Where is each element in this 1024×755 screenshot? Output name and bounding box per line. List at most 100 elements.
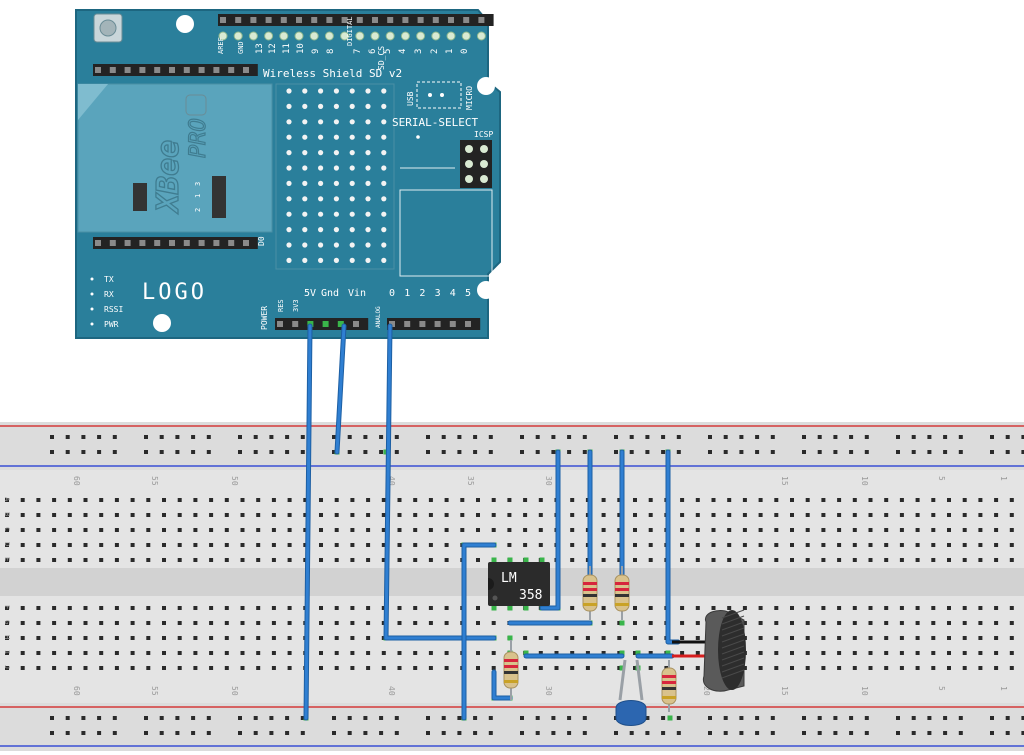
grid-hole [350,528,355,532]
status-dot [416,135,420,139]
proto-hole [333,134,339,140]
proto-hole [365,227,371,233]
grid-hole [146,666,151,670]
header-pin [389,321,395,327]
rail-hole [864,450,869,454]
rail-hole [81,731,86,735]
grid-hole [5,513,9,517]
grid-hole [868,513,873,517]
ceramic-capacitor[interactable] [615,659,647,726]
rail-hole [300,435,305,439]
grid-hole [319,621,323,625]
rail-hole [645,731,650,735]
grid-hole [224,528,229,532]
proto-hole [286,150,292,156]
grid-hole [334,636,339,640]
column-number-top: 5 [937,476,946,481]
grid-hole [334,543,339,547]
proto-hole [381,242,387,248]
connected-hole [665,650,671,656]
grid-hole [5,651,9,655]
lm358-chip[interactable]: LM 358 [488,562,550,606]
rail-hole [817,450,822,454]
prototype-holes [286,88,387,263]
grid-hole [319,543,323,547]
grid-hole [287,513,292,517]
grid-hole [758,621,763,625]
grid-hole [334,621,339,625]
grid-hole [397,543,402,547]
grid-hole [805,513,810,517]
grid-hole [852,651,857,655]
resistor-band [662,696,676,699]
grid-hole [821,513,826,517]
grid-hole [601,651,606,655]
grid-hole [256,498,261,502]
switch-dot [440,93,444,97]
rail-hole [81,435,86,439]
header-pin [372,17,378,23]
row-letter: D [3,542,11,546]
grid-hole [83,498,88,502]
grid-hole [52,513,57,517]
resistor-band [504,680,518,683]
resistor-band [504,665,518,668]
resistor[interactable] [614,566,630,620]
column-number-top: 1 [999,476,1008,481]
grid-hole [774,666,779,670]
proto-hole [333,180,339,186]
grid-hole [633,528,637,532]
rail-hole [457,731,462,735]
grid-hole [695,606,700,610]
rail-hole [520,731,524,735]
mesh-line [721,627,745,637]
grid-hole [287,498,292,502]
grid-hole [366,528,371,532]
proto-hole [302,227,308,233]
resistor[interactable] [582,566,598,620]
grid-hole [727,558,732,562]
grid-hole [5,666,9,670]
header-pin [277,321,283,327]
proto-hole [302,150,308,156]
resistor[interactable] [661,660,677,712]
grid-hole [67,606,72,610]
proto-hole [286,134,292,140]
grid-hole [868,528,873,532]
serial-select-switch[interactable] [416,81,462,109]
grid-hole [146,558,151,562]
resistor[interactable] [503,640,519,700]
grid-hole [99,513,104,517]
rail-hole [347,450,352,454]
grid-hole [758,513,763,517]
grid-hole [334,513,339,517]
grid-hole [742,513,747,517]
grid-hole [287,558,292,562]
rail-hole [347,716,352,720]
grid-hole [617,651,622,655]
grid-hole [350,498,355,502]
digital-pin-label: 7 [353,49,363,54]
header-pin [169,240,175,246]
grid-hole [444,513,449,517]
grid-hole [130,621,135,625]
grid-hole [774,651,779,655]
digital-header [218,14,494,41]
grid-hole [837,498,842,502]
grid-hole [240,513,245,517]
electret-microphone[interactable] [672,609,746,692]
rail-hole [1021,435,1024,439]
rail-hole [911,716,916,720]
rail-hole [269,435,274,439]
grid-hole [837,558,842,562]
row-letter: B [3,512,11,516]
grid-hole [271,651,276,655]
grid-hole [397,621,402,625]
rail-hole [112,450,117,454]
connected-hole [523,650,529,656]
pin-pad [340,31,350,41]
grid-hole [240,558,245,562]
rail-hole [285,731,290,735]
grid-hole [790,558,794,562]
